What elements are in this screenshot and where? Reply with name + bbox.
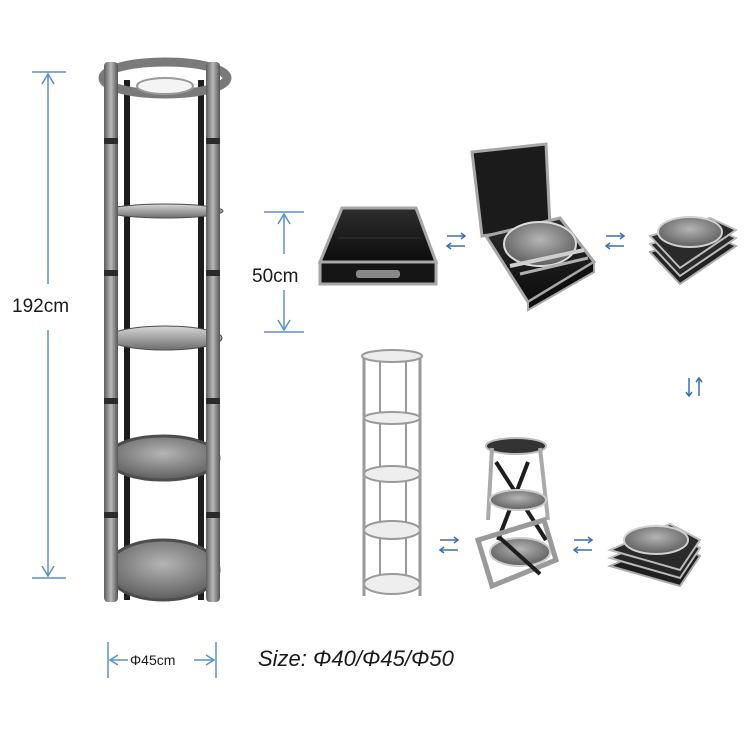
shelf (107, 325, 223, 351)
closed-carrying-case (317, 206, 439, 286)
showcase-tower (98, 57, 232, 602)
swap-arrows-icon (604, 232, 626, 250)
stacked-shelves (648, 216, 739, 286)
case-height-label: 50cm (252, 266, 299, 287)
diameter-label: Φ45cm (130, 652, 176, 668)
case-height-dimension-line (264, 211, 304, 333)
swap-arrows-icon (438, 536, 460, 554)
height-label: 192cm (12, 296, 70, 317)
size-options-label: Size: Φ40/Φ45/Φ50 (258, 646, 454, 671)
shelf (106, 203, 224, 219)
shelf (105, 538, 221, 602)
assembled-tower (361, 349, 423, 596)
open-carrying-case (470, 142, 597, 312)
stacked-shelves-bottom (607, 522, 702, 588)
vertical-swap-arrows-icon (685, 376, 703, 398)
folding-tower (474, 437, 560, 590)
shelf (105, 434, 221, 482)
swap-arrows-icon (572, 536, 594, 554)
diameter-dimension-line (107, 642, 217, 678)
height-dimension-line (32, 71, 66, 579)
swap-arrows-icon (445, 232, 467, 250)
